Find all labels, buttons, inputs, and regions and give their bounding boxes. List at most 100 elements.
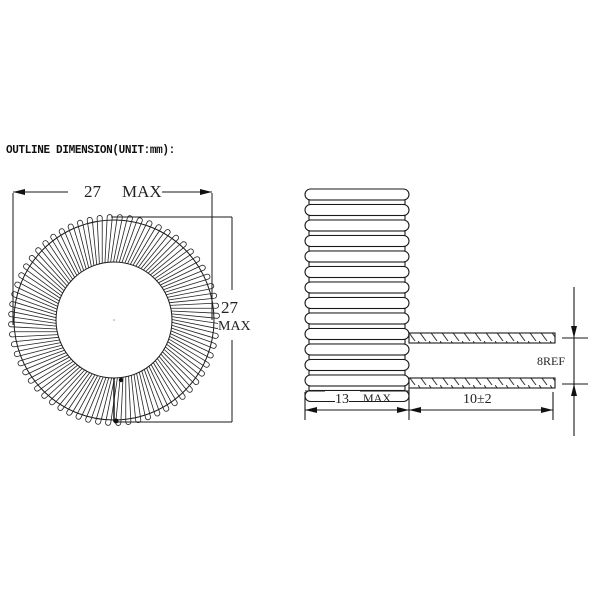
height-dimension-line xyxy=(111,216,233,423)
width-max-label: MAX xyxy=(122,182,162,201)
winding-turn xyxy=(171,321,219,339)
core-segment xyxy=(308,199,406,206)
coil-turn xyxy=(304,374,410,387)
winding-turn xyxy=(163,273,211,293)
winding-turn xyxy=(137,229,171,269)
coil-turn xyxy=(304,296,410,310)
winding-turn xyxy=(130,374,142,424)
winding-turn xyxy=(168,292,218,304)
front-view xyxy=(8,189,233,426)
core-segment xyxy=(308,261,406,268)
winding-turn xyxy=(155,358,186,400)
winding-turn xyxy=(105,377,118,426)
winding-turn xyxy=(162,349,200,385)
core-segment xyxy=(308,245,406,252)
core-segment xyxy=(308,230,406,237)
winding-turn xyxy=(170,302,219,309)
coil-turn xyxy=(304,219,410,232)
winding-turn xyxy=(141,369,161,417)
core-segment xyxy=(308,276,406,283)
winding-turn xyxy=(156,256,201,284)
coil-width-max-label: MAX xyxy=(363,391,392,405)
winding-turn xyxy=(104,214,113,263)
winding-turn xyxy=(77,219,92,268)
width-dimensions xyxy=(304,388,554,420)
winding-turn xyxy=(158,353,193,393)
winding-turn xyxy=(27,356,72,384)
coil-stack xyxy=(304,188,410,403)
lead-terminal-dot xyxy=(113,418,119,424)
winding-turn xyxy=(146,366,170,412)
coil-turn xyxy=(304,312,410,325)
winding-turn xyxy=(167,338,210,368)
coil-turn xyxy=(304,188,410,201)
winding-turn xyxy=(150,362,178,407)
winding-turn xyxy=(10,336,60,348)
winding-turn xyxy=(17,347,65,367)
lead-terminal-dot xyxy=(118,377,124,383)
lead-lower xyxy=(408,377,556,389)
coil-turn xyxy=(304,250,410,263)
toroid-windings xyxy=(8,214,220,426)
winding-turn xyxy=(67,223,87,271)
winding-turn xyxy=(75,375,101,420)
core-segment xyxy=(308,338,406,345)
winding-turn xyxy=(160,264,206,288)
winding-turn xyxy=(132,224,162,267)
winding-turn xyxy=(85,376,107,423)
core-segment xyxy=(308,292,406,299)
coil-turn xyxy=(304,389,410,403)
core-segment xyxy=(308,214,406,221)
winding-turn xyxy=(23,263,63,297)
winding-turn xyxy=(35,247,70,287)
coil-turn xyxy=(304,327,410,341)
coil-width-value-label: 13 xyxy=(335,392,349,407)
drawing-title: OUTLINE DIMENSION(UNIT:mm): xyxy=(6,143,175,157)
winding-turn xyxy=(127,220,153,265)
winding-turn xyxy=(66,373,96,416)
winding-turn xyxy=(8,321,57,330)
winding-turn xyxy=(125,376,132,425)
winding-turn xyxy=(152,248,194,279)
coil-turn xyxy=(304,234,410,248)
core-segment xyxy=(308,369,406,376)
coil-turn xyxy=(304,343,410,356)
winding-turn xyxy=(9,331,58,338)
height-value-label: 27 xyxy=(221,298,238,317)
winding-turn xyxy=(13,342,62,357)
coil-turn xyxy=(304,281,410,294)
winding-turn xyxy=(170,327,217,349)
winding-turn xyxy=(14,281,59,307)
winding-turn xyxy=(18,272,61,302)
winding-turn xyxy=(115,215,133,263)
side-view xyxy=(304,188,588,436)
coil-turn xyxy=(304,203,410,217)
winding-turn xyxy=(57,371,91,411)
height-max-label: MAX xyxy=(218,319,251,334)
lead-spacing-label: 8REF xyxy=(537,354,566,368)
winding-turn xyxy=(165,343,205,377)
winding-turn xyxy=(49,368,85,406)
winding-turn xyxy=(143,234,179,272)
core-segment xyxy=(308,323,406,330)
lead-upper xyxy=(408,332,556,344)
winding-turn xyxy=(96,215,103,264)
winding-turn xyxy=(169,333,214,359)
winding-turn xyxy=(22,352,68,376)
core-segment xyxy=(308,307,406,314)
winding-turn xyxy=(166,283,215,298)
winding-turn xyxy=(86,216,98,266)
winding-turn xyxy=(95,377,113,425)
winding-turn xyxy=(58,228,82,274)
winding-turn xyxy=(8,311,57,324)
winding-turn xyxy=(110,214,123,263)
winding-turn xyxy=(9,301,57,319)
winding-turn xyxy=(28,255,66,291)
winding-turn xyxy=(42,240,73,282)
winding-turn xyxy=(50,233,78,278)
winding-turn xyxy=(11,291,58,313)
winding-turn xyxy=(41,364,81,399)
winding-turn xyxy=(171,310,220,319)
coil-turn xyxy=(304,265,410,279)
